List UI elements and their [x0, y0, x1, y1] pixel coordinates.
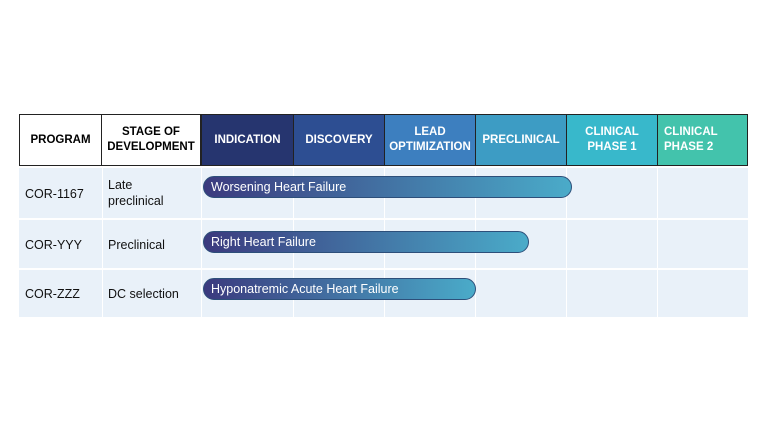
header-stage-label: STAGE OF DEVELOPMENT [107, 126, 195, 153]
pipeline-table: PROGRAM STAGE OF DEVELOPMENT INDICATION … [19, 114, 748, 317]
program-name: COR-YYY [25, 238, 82, 252]
stage-of-development: DC selection [108, 287, 179, 301]
header-clinical-phase-1: CLINICAL PHASE 1 [566, 114, 657, 166]
header-indication-label: INDICATION [214, 133, 281, 146]
header-indication: INDICATION [201, 114, 293, 166]
program-name: COR-ZZZ [25, 287, 80, 301]
header-lead-optimization-label: LEAD OPTIMIZATION [389, 126, 471, 153]
stage-of-development: Late preclinical [108, 178, 164, 208]
header-program-label: PROGRAM [30, 133, 91, 146]
header-clinical-phase-1-label: CLINICAL PHASE 1 [585, 126, 639, 153]
header-preclinical: PRECLINICAL [475, 114, 566, 166]
header-lead-optimization: LEAD OPTIMIZATION [384, 114, 475, 166]
progress-bar-cor-zzz: Hyponatremic Acute Heart Failure [203, 278, 476, 300]
grid-line [657, 168, 658, 317]
grid-line [566, 168, 567, 317]
header-clinical-phase-2: CLINICAL PHASE 2 [657, 114, 748, 166]
progress-bar-cor-1167: Worsening Heart Failure [203, 176, 572, 198]
program-name: COR-1167 [25, 187, 84, 201]
grid-line [102, 168, 103, 317]
header-program: PROGRAM [19, 114, 102, 166]
stage-of-development: Preclinical [108, 238, 165, 252]
grid-line [201, 168, 202, 317]
progress-bar-cor-yyy: Right Heart Failure [203, 231, 529, 253]
header-stage: STAGE OF DEVELOPMENT [102, 114, 201, 166]
header-discovery: DISCOVERY [293, 114, 384, 166]
header-discovery-label: DISCOVERY [305, 133, 373, 146]
header-preclinical-label: PRECLINICAL [482, 133, 560, 146]
header-clinical-phase-2-label: CLINICAL PHASE 2 [664, 126, 718, 153]
